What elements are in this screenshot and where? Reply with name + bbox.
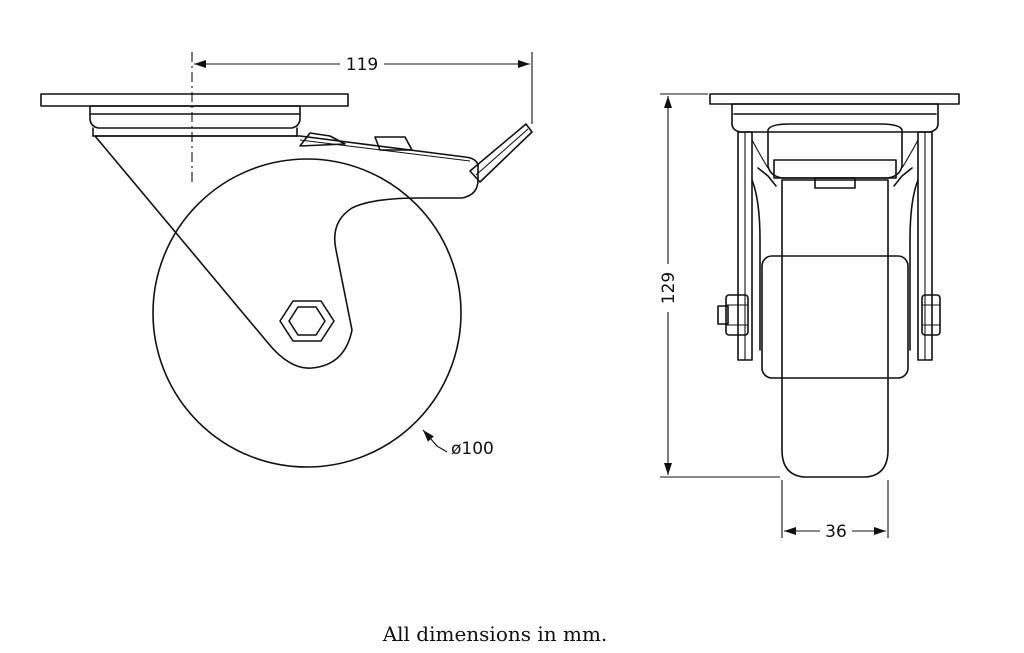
- dimension-diameter: ø100: [422, 429, 494, 459]
- side-axle-nut: [279, 300, 335, 342]
- side-swivel-bearing: [89, 105, 301, 129]
- side-brake-housing: [299, 132, 346, 147]
- dimension-129: 129: [659, 93, 780, 478]
- front-brake-housing: [767, 123, 903, 179]
- dimension-119-label: 119: [346, 55, 378, 75]
- side-view: [40, 52, 533, 468]
- dimension-119: 119: [194, 52, 533, 124]
- front-axle-bolt-end: [717, 305, 729, 325]
- side-top-plate: [40, 93, 349, 107]
- dimension-36: 36: [781, 480, 889, 542]
- side-fork-leg: [94, 135, 479, 369]
- side-brake-pedal: [469, 123, 533, 183]
- front-axle-nut-left: [725, 294, 749, 336]
- front-top-plate: [709, 93, 960, 105]
- side-wheel: [152, 158, 462, 468]
- front-wheel-hub: [761, 255, 909, 379]
- caption: All dimensions in mm.: [382, 622, 608, 646]
- front-wheel: [781, 179, 889, 478]
- dimension-diameter-label: ø100: [451, 439, 494, 459]
- front-swivel-bearing: [731, 103, 939, 133]
- dimension-36-label: 36: [825, 522, 847, 542]
- front-axle-nut-right: [921, 294, 941, 336]
- dimension-129-label: 129: [659, 272, 679, 304]
- front-view: [709, 93, 960, 478]
